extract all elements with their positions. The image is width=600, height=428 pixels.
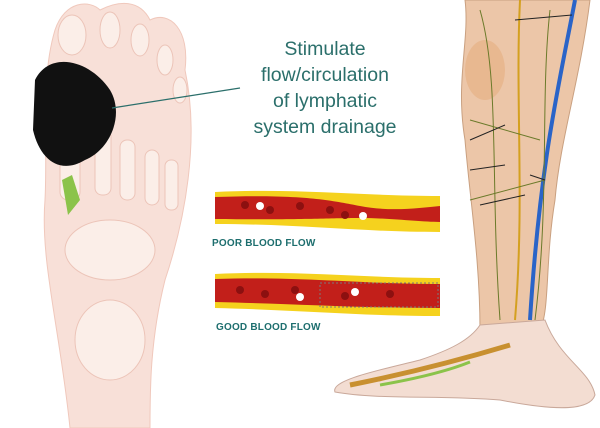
caption-line: system drainage [253, 116, 397, 138]
caption-line: Stimulate [284, 38, 366, 60]
pointer-line [111, 87, 241, 109]
poor-blood-flow-label: POOR BLOOD FLOW [212, 238, 316, 249]
foot-skeleton-illustration [33, 2, 241, 428]
good-blood-flow-vessel [215, 272, 440, 316]
lymphatic-caption: Stimulate flow/circulation of lymphatic … [225, 36, 425, 140]
leg-lymphatic-illustration [334, 0, 596, 409]
caption-line: of lymphatic [272, 90, 378, 112]
black-pad [33, 61, 116, 166]
stent-mesh [319, 282, 439, 308]
caption-line: flow/circulation [261, 64, 389, 86]
lymph-node-highlight [62, 175, 80, 215]
good-blood-flow-label: GOOD BLOOD FLOW [216, 322, 321, 333]
poor-blood-flow-vessel [215, 190, 440, 232]
